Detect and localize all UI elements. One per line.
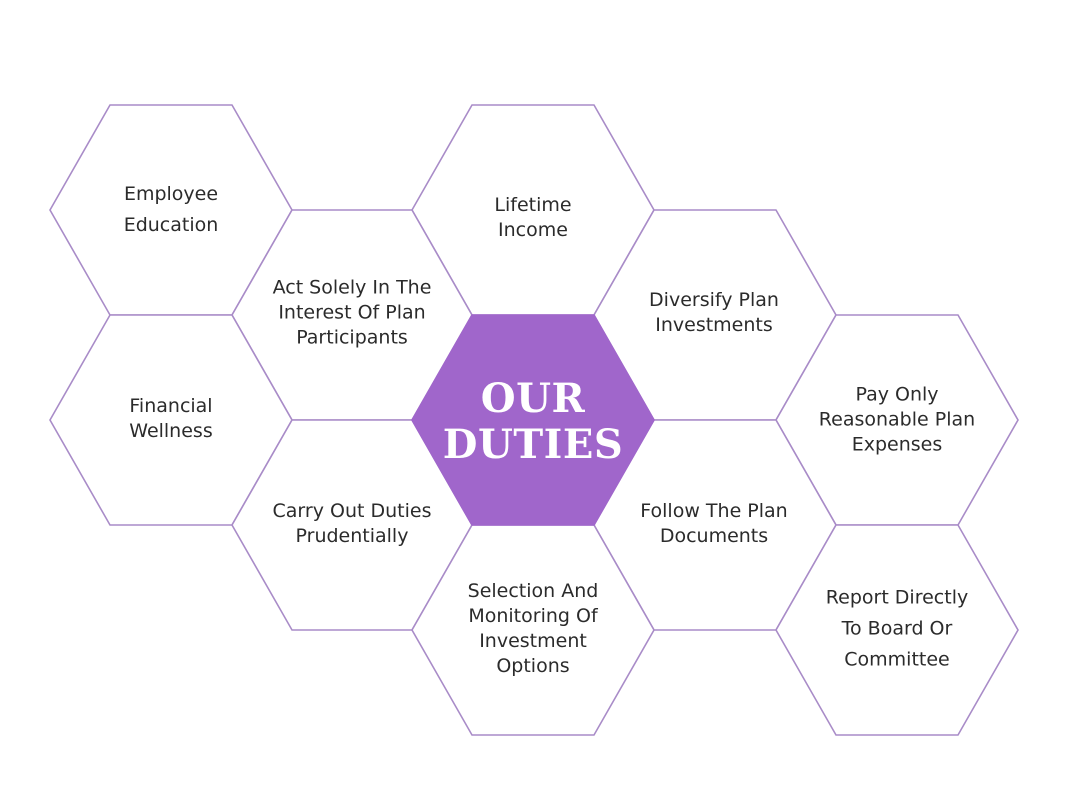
hex-center [411,314,655,526]
duty-label: Act Solely In The Interest Of Plan Parti… [272,276,432,349]
duty-label: Report Directly To Board Or Committee [825,586,969,671]
duty-label: Pay Only Reasonable Plan Expenses [818,383,976,456]
duty-label: Employee Education [123,183,219,236]
duty-label: Diversify Plan Investments [649,289,779,336]
duty-label: Financial Wellness [129,395,213,442]
duty-label: Lifetime Income [494,194,572,241]
center-title: OUR DUTIES [442,375,624,468]
hex-report [775,524,1019,736]
duty-label: Follow The Plan Documents [640,500,788,547]
duty-label: Carry Out Duties Prudentially [272,500,432,547]
duty-label: Selection And Monitoring Of Investment O… [467,580,599,677]
